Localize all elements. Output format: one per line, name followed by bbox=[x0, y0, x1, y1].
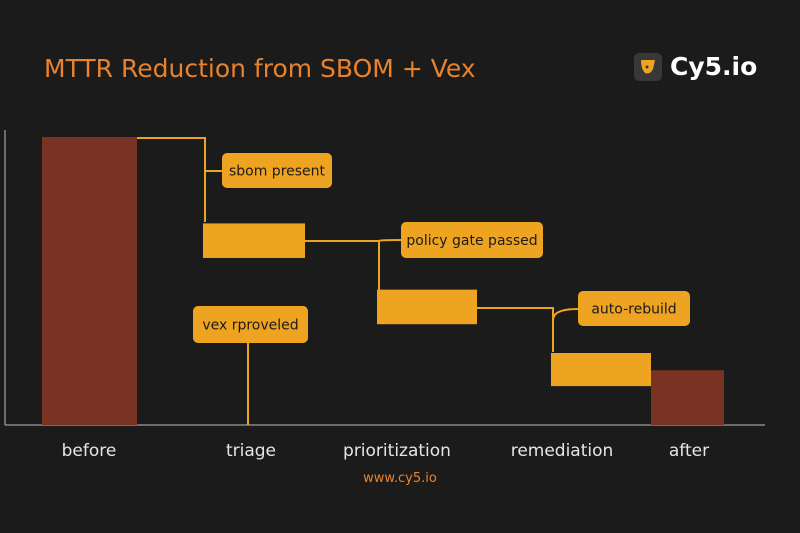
logo-text: Cy5.io bbox=[670, 52, 758, 81]
annotation-label: vex rproveled bbox=[193, 306, 308, 343]
connector-prioritization-remediation bbox=[477, 307, 554, 352]
bar-before bbox=[42, 137, 137, 425]
connector-rebuild-label bbox=[552, 308, 579, 321]
connectors bbox=[137, 137, 579, 425]
annotation-label: sbom present bbox=[222, 153, 332, 188]
x-tick-label: before bbox=[62, 441, 117, 461]
svg-text:vex rproveled: vex rproveled bbox=[202, 318, 298, 334]
x-tick-label: triage bbox=[226, 441, 276, 461]
x-tick-label: remediation bbox=[511, 441, 614, 461]
svg-text:sbom present: sbom present bbox=[229, 164, 326, 180]
footer-url: www.cy5.io bbox=[363, 471, 437, 486]
connector-before-triage bbox=[137, 137, 206, 222]
bar-after bbox=[651, 370, 724, 425]
x-tick-label: after bbox=[669, 441, 709, 461]
annotation-label: policy gate passed bbox=[401, 222, 543, 258]
connector-triage-prioritization bbox=[305, 240, 380, 290]
bar-prioritization bbox=[377, 289, 477, 325]
bar-triage bbox=[203, 223, 305, 258]
connector-policy-label bbox=[378, 239, 402, 242]
bar-remediation bbox=[551, 353, 651, 387]
cy5-logo-icon bbox=[634, 52, 662, 81]
x-tick-label: prioritization bbox=[343, 441, 451, 461]
annotation-label: auto-rebuild bbox=[578, 291, 690, 326]
svg-text:policy gate passed: policy gate passed bbox=[406, 233, 537, 249]
svg-text:auto-rebuild: auto-rebuild bbox=[591, 302, 676, 318]
chart-title: MTTR Reduction from SBOM + Vex bbox=[44, 54, 476, 83]
brand-logo: Cy5.io bbox=[634, 52, 757, 81]
